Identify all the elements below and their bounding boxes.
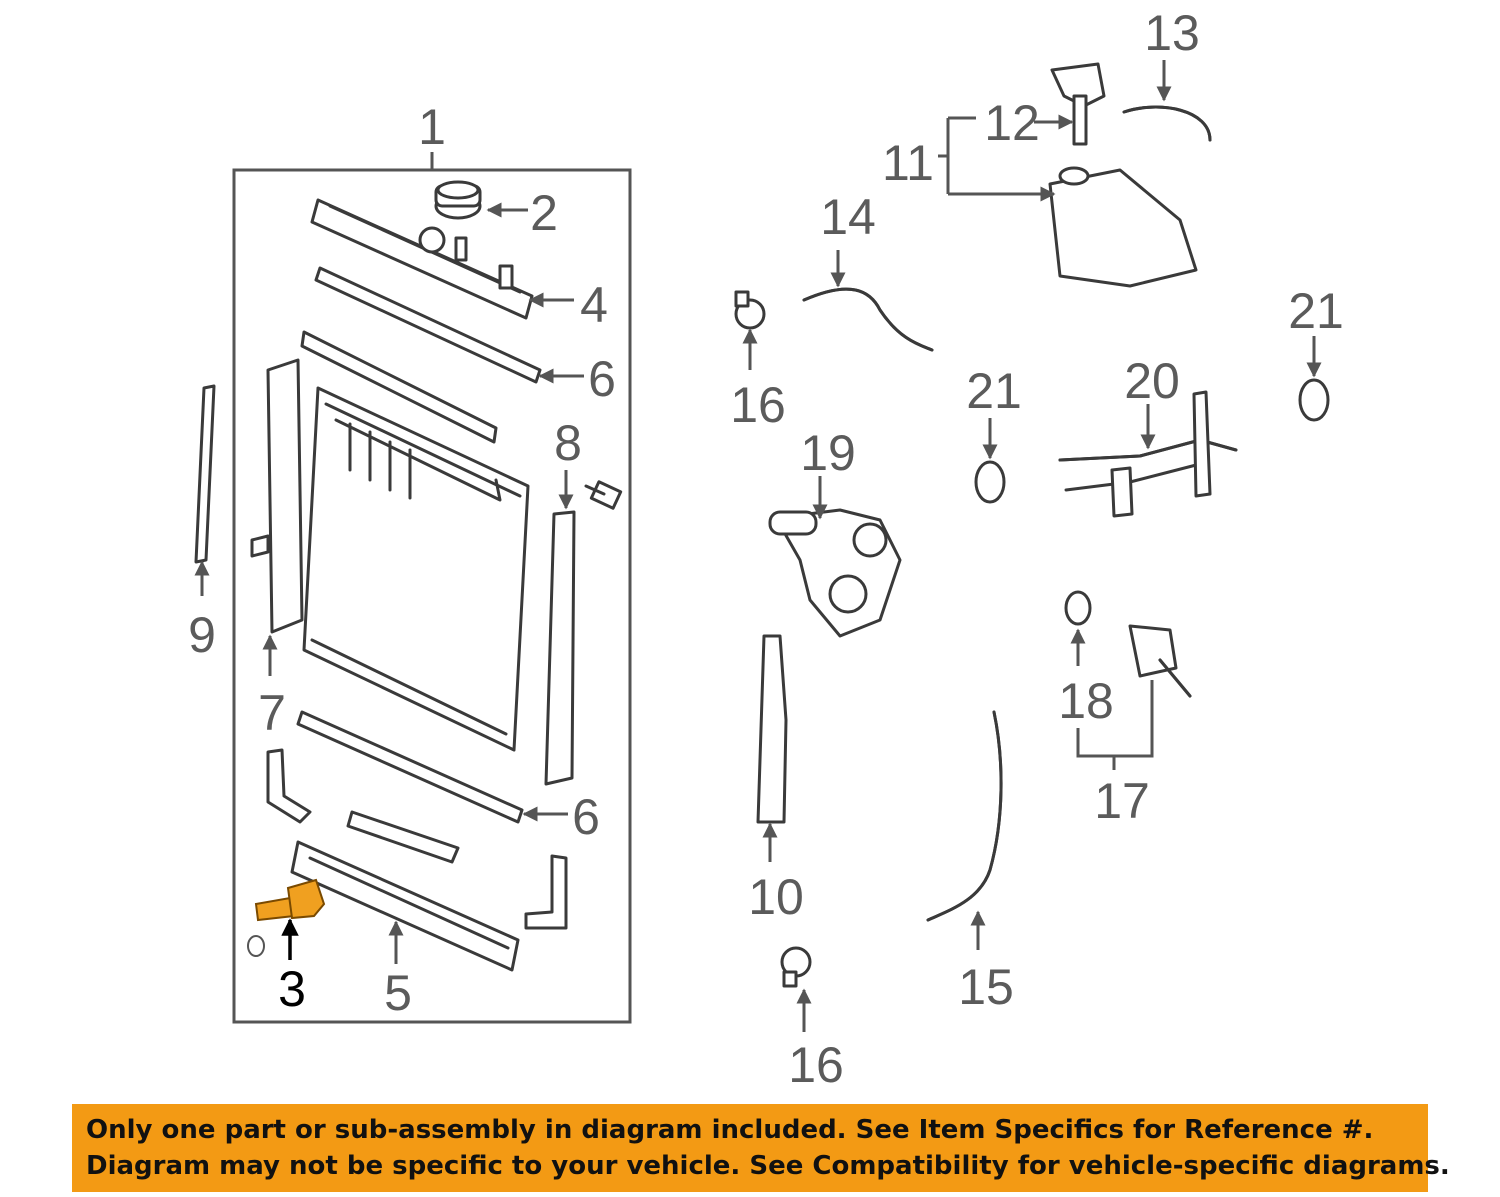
callout-4: 4 xyxy=(580,277,608,333)
part-15-hose xyxy=(926,710,1003,922)
callout-7: 7 xyxy=(258,685,286,741)
notice-line-2: Diagram may not be specific to your vehi… xyxy=(86,1151,1450,1181)
part-7-left-bracket xyxy=(250,358,304,634)
part-18-gasket xyxy=(1064,590,1092,626)
callout-11: 11 xyxy=(882,135,934,191)
callout-20: 20 xyxy=(1124,353,1180,409)
callout-18: 18 xyxy=(1058,673,1114,729)
part-21-gasket-right xyxy=(1298,378,1330,422)
lower-left-bracket xyxy=(266,748,312,824)
part-12-reservoir-cap xyxy=(1050,62,1106,146)
radiator-core xyxy=(302,386,530,752)
callout-2: 2 xyxy=(530,185,558,241)
callout-8: 8 xyxy=(554,415,582,471)
part-6-upper-seal xyxy=(314,266,542,384)
right-side-bracket xyxy=(544,510,576,786)
callout-5: 5 xyxy=(384,965,412,1021)
part-13-hose xyxy=(1122,105,1212,142)
notice-line-1: Only one part or sub-assembly in diagram… xyxy=(86,1115,1374,1145)
part-21-gasket-left xyxy=(974,460,1006,504)
part-16-clamp-lower xyxy=(780,946,812,988)
callout-6-upper: 6 xyxy=(588,351,616,407)
callout-10: 10 xyxy=(748,869,804,925)
lower-right-bracket xyxy=(524,854,568,930)
part-3-drain-cock xyxy=(247,878,326,957)
part-8-bolt xyxy=(584,480,623,510)
part-5-lower-tank xyxy=(290,840,520,972)
lower-center-bracket xyxy=(346,810,460,864)
upper-seal-bar xyxy=(300,330,498,444)
callout-1: 1 xyxy=(418,99,446,155)
callout-19: 19 xyxy=(800,425,856,481)
callout-21-left: 21 xyxy=(966,363,1022,419)
callout-3-highlighted: 3 xyxy=(278,961,306,1017)
part-9-left-seal xyxy=(194,384,216,564)
part-19-water-inlet xyxy=(768,508,902,638)
part-4-upper-tank xyxy=(310,198,534,320)
part-6-lower-seal xyxy=(296,710,524,824)
callout-21-right: 21 xyxy=(1288,283,1344,339)
notice-banner: Only one part or sub-assembly in diagram… xyxy=(72,1104,1450,1192)
part-10-side-seal xyxy=(756,634,788,824)
callout-12: 12 xyxy=(984,95,1040,151)
callout-9: 9 xyxy=(188,607,216,663)
callout-17: 17 xyxy=(1094,773,1150,829)
callout-13: 13 xyxy=(1144,5,1200,61)
part-11-reservoir xyxy=(1048,166,1198,288)
part-20-water-pipe xyxy=(1058,390,1238,518)
part-17-thermostat-housing xyxy=(1128,624,1192,698)
callout-15: 15 xyxy=(958,959,1014,1015)
callout-14: 14 xyxy=(820,189,876,245)
part-16-clamp-upper xyxy=(734,290,766,330)
callout-16-upper: 16 xyxy=(730,377,786,433)
part-2-radiator-cap xyxy=(434,180,482,220)
callout-6-lower: 6 xyxy=(572,789,600,845)
callout-16-lower: 16 xyxy=(788,1037,844,1093)
